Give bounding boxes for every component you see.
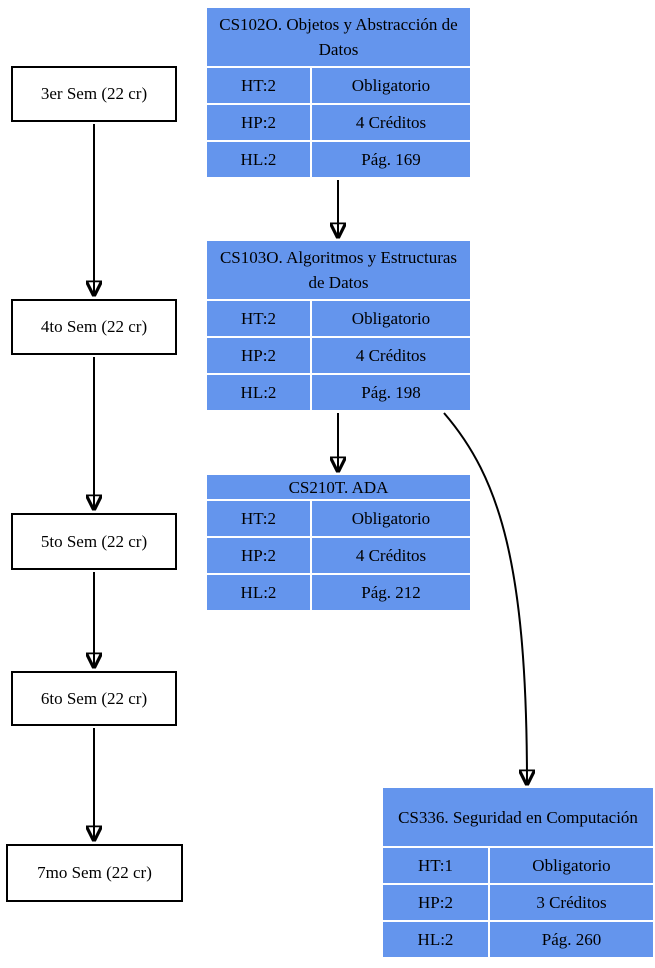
course-ht-cell: HT:2 (207, 501, 310, 536)
course-hp-cell: HP:2 (207, 338, 310, 373)
semester-label: 3er Sem (22 cr) (40, 84, 148, 103)
course-type-cell: Obligatorio (490, 848, 653, 883)
course-page-cell: Pág. 198 (312, 375, 470, 410)
course-hl-cell: HL:2 (207, 575, 310, 610)
course-page-cell: Pág. 260 (490, 922, 653, 957)
semester-node-5to: 5to Sem (22 cr) (11, 513, 177, 570)
course-credits-cell: 3 Créditos (490, 885, 653, 920)
semester-label: 4to Sem (22 cr) (40, 317, 148, 336)
course-hp-cell: HP:2 (383, 885, 488, 920)
course-type-cell: Obligatorio (312, 501, 470, 536)
semester-label: 5to Sem (22 cr) (40, 531, 148, 551)
course-type-cell: Obligatorio (312, 301, 470, 336)
semester-node-7mo: 7mo Sem (22 cr) (6, 844, 183, 902)
course-credits-cell: 4 Créditos (312, 338, 470, 373)
course-hp-cell: HP:2 (207, 538, 310, 573)
course-credits-cell: 4 Créditos (312, 538, 470, 573)
course-title: CS210T. ADA (207, 475, 470, 499)
course-ht-cell: HT:2 (207, 301, 310, 336)
semester-node-3er: 3er Sem (22 cr) (11, 66, 177, 122)
course-title: CS336. Seguridad en Computación (383, 788, 653, 846)
semester-node-6to: 6to Sem (22 cr) (11, 671, 177, 726)
course-credits-cell: 4 Créditos (312, 105, 470, 140)
semester-label: 6to Sem (22 cr) (40, 688, 148, 708)
course-page-cell: Pág. 169 (312, 142, 470, 177)
course-card-cs210t: CS210T. ADA HT:2 Obligatorio HP:2 4 Créd… (207, 475, 470, 610)
course-hl-cell: HL:2 (207, 142, 310, 177)
semester-node-4to: 4to Sem (22 cr) (11, 299, 177, 355)
course-card-cs103o: CS103O. Algoritmos y Estructuras de Dato… (207, 241, 470, 410)
course-type-cell: Obligatorio (312, 68, 470, 103)
course-card-cs336: CS336. Seguridad en Computación HT:1 Obl… (383, 788, 653, 957)
course-title: CS102O. Objetos y Abstracción de Datos (207, 8, 470, 66)
course-ht-cell: HT:2 (207, 68, 310, 103)
course-title: CS103O. Algoritmos y Estructuras de Dato… (207, 241, 470, 299)
course-hl-cell: HL:2 (383, 922, 488, 957)
semester-label: 7mo Sem (22 cr) (37, 863, 152, 882)
course-card-cs102o: CS102O. Objetos y Abstracción de Datos H… (207, 8, 470, 177)
course-page-cell: Pág. 212 (312, 575, 470, 610)
course-ht-cell: HT:1 (383, 848, 488, 883)
course-hl-cell: HL:2 (207, 375, 310, 410)
course-hp-cell: HP:2 (207, 105, 310, 140)
